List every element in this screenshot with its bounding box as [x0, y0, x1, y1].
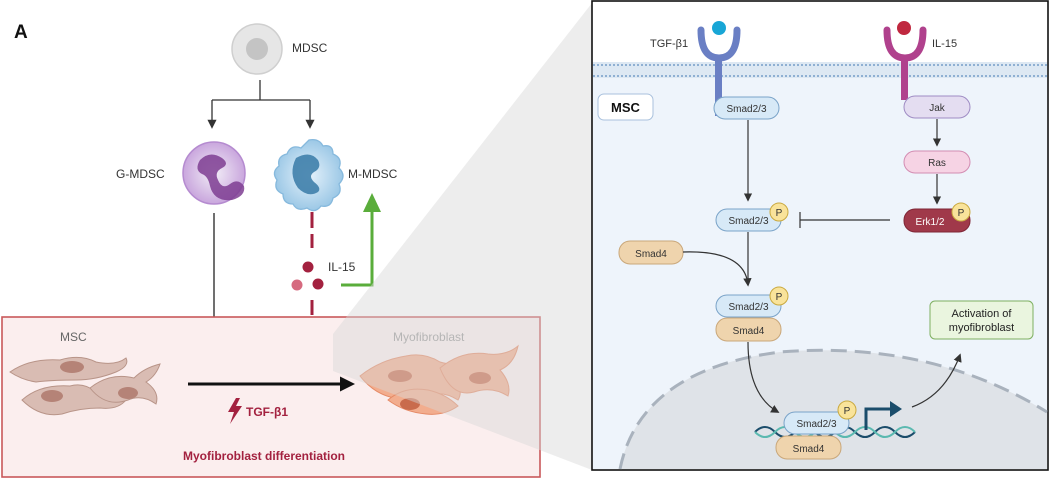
activation-box	[929, 300, 1034, 340]
transcription-arrow	[864, 401, 902, 430]
jak-label: Jak	[929, 103, 946, 114]
ras-node	[903, 150, 971, 174]
mdsc-cell	[231, 23, 283, 75]
erk-phospho-badge	[951, 202, 971, 222]
g-mdsc-label: G-MDSC	[116, 167, 165, 181]
complex-phospho-badge	[769, 286, 789, 306]
m-mdsc-label: M-MDSC	[348, 167, 398, 181]
smad23-phospho-label: Smad2/3	[728, 216, 768, 227]
il15-particles	[291, 261, 324, 291]
nuclear-phospho-badge	[837, 400, 857, 420]
complex-phospho-label: P	[776, 292, 783, 303]
myofibroblast-cells	[359, 344, 519, 415]
myofibroblast-nuclei	[388, 370, 491, 410]
m-mdsc-cell	[273, 138, 344, 212]
il15-receptor	[883, 21, 927, 100]
erk-inhibition-line	[799, 212, 890, 228]
msc-badge	[597, 93, 654, 121]
myofibroblast-label: Myofibroblast	[393, 330, 465, 344]
nuclear-phospho-label: P	[844, 406, 851, 417]
nucleus	[618, 348, 1048, 470]
erk-phospho-label: P	[958, 208, 965, 219]
panel-label: A	[14, 22, 28, 43]
il15-receptor-label: IL-15	[932, 38, 957, 50]
nuclear-smad4-node	[775, 435, 842, 460]
msc-nuclei	[41, 361, 138, 402]
smad23-receptor-label: Smad2/3	[726, 104, 766, 115]
activation-arrow	[911, 353, 962, 408]
nuclear-smad23-label: Smad2/3	[796, 419, 836, 430]
smad23-receptor-node	[713, 96, 780, 120]
smad4-node	[618, 240, 684, 265]
mdsc-label: MDSC	[292, 41, 328, 55]
complex-smad4-label: Smad4	[733, 326, 765, 337]
smad4-binding-arrow	[682, 251, 752, 287]
jak-node	[903, 95, 971, 119]
complex-smad4-node	[715, 317, 782, 342]
activation-line-2: myofibroblast	[949, 322, 1014, 334]
complex-smad23-node	[715, 294, 782, 318]
smad-phospho-label: P	[776, 208, 783, 219]
nuclear-translocation-arrow	[747, 341, 780, 413]
tgf-beta1-receptor-label: TGF-β1	[650, 38, 688, 50]
nuclear-smad4-label: Smad4	[793, 444, 825, 455]
tgf-beta1-left-label: TGF-β1	[246, 405, 288, 419]
msc-cells-label: MSC	[60, 330, 87, 344]
mdsc-branch-arrows	[207, 80, 315, 129]
il15-activation-arrow	[341, 193, 381, 287]
msc-badge-label: MSC	[611, 100, 641, 115]
ras-label: Ras	[928, 158, 946, 169]
il15-label: IL-15	[328, 260, 356, 274]
erk-label: Erk1/2	[916, 217, 945, 228]
smad-phospho-badge	[769, 202, 789, 222]
zoom-projection	[333, 3, 592, 470]
lightning-icon	[228, 398, 242, 424]
nuclear-smad23-node	[783, 411, 850, 435]
g-mdsc-cell	[182, 141, 246, 205]
smad4-label: Smad4	[635, 249, 667, 260]
complex-smad23-label: Smad2/3	[728, 302, 768, 313]
tgf-beta1-receptor	[697, 21, 741, 116]
differentiation-label: Myofibroblast differentiation	[183, 449, 345, 463]
cell-membrane	[593, 62, 1047, 78]
activation-line-1: Activation of	[952, 308, 1013, 320]
